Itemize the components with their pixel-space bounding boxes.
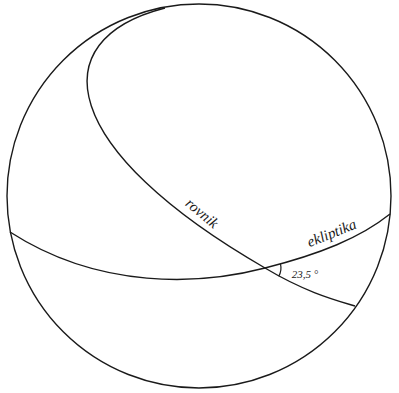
angle-arc <box>279 264 281 276</box>
angle-label: 23,5 ° <box>292 269 318 280</box>
circle-label: rovnik <box>183 195 222 231</box>
circle-label: ekliptika <box>305 216 359 249</box>
ecliptic-circle <box>10 214 390 279</box>
sphere-outline <box>7 4 391 388</box>
equator-circle <box>87 8 355 306</box>
